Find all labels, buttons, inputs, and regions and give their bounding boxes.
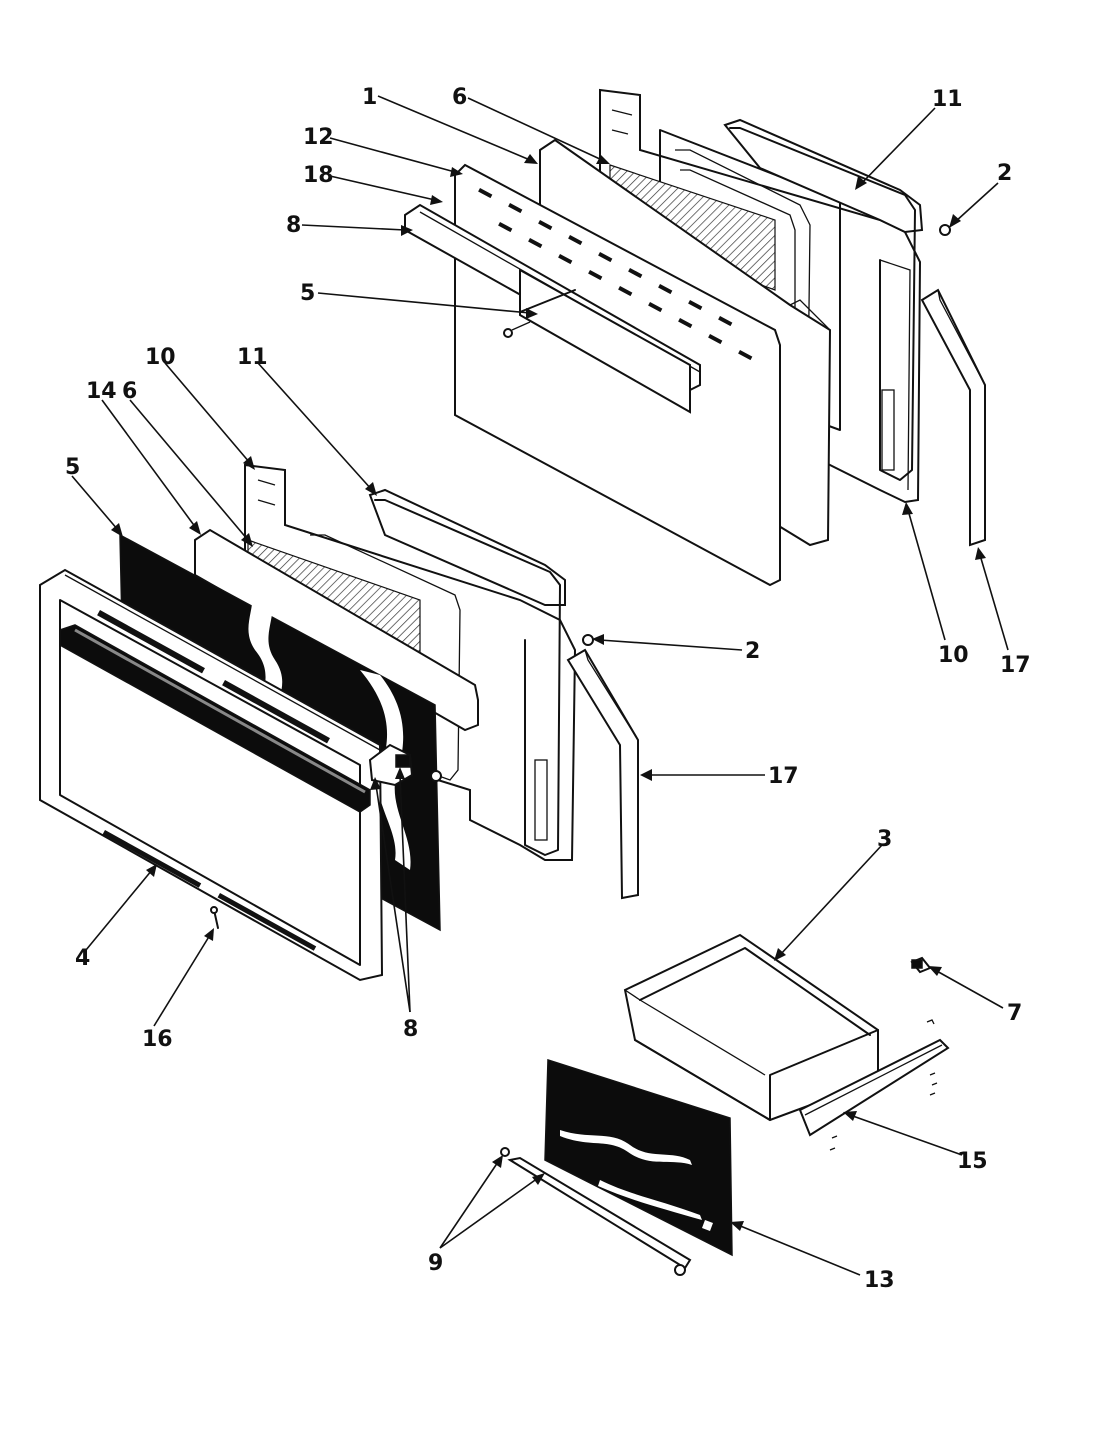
upper-nut xyxy=(939,224,951,236)
callout-4: 4 xyxy=(75,946,90,971)
drawer-assembly xyxy=(500,933,950,1276)
callout-11-upper: 11 xyxy=(932,87,963,112)
callout-11-lower: 11 xyxy=(237,345,268,370)
upper-front-panel xyxy=(454,163,781,587)
callout-6-lower: 6 xyxy=(122,379,137,404)
drawer-slide-rail xyxy=(798,1038,950,1151)
drawer-trim-bar xyxy=(500,1147,692,1276)
callout-5-upper: 5 xyxy=(300,281,315,306)
callout-9: 9 xyxy=(428,1251,443,1276)
callout-12: 12 xyxy=(303,125,334,150)
callout-3: 3 xyxy=(877,827,892,852)
callout-2-upper: 2 xyxy=(997,161,1012,186)
upper-door-assembly xyxy=(404,88,986,587)
callout-17-upper: 17 xyxy=(1000,653,1031,678)
callout-7: 7 xyxy=(1007,1001,1022,1026)
callout-8-lower: 8 xyxy=(403,1017,418,1042)
callout-10-upper: 10 xyxy=(938,643,969,668)
upper-side-trim xyxy=(920,288,986,547)
upper-screws xyxy=(503,289,576,338)
drawer-box xyxy=(623,933,879,1122)
upper-vent-slots xyxy=(478,188,753,361)
callout-17-lower: 17 xyxy=(768,764,799,789)
lower-nut xyxy=(582,634,594,646)
callout-8-upper: 8 xyxy=(286,213,301,238)
lower-top-vent-slots xyxy=(97,610,330,744)
lower-bottom-vent-slots xyxy=(102,830,317,951)
lower-door-assembly xyxy=(39,463,639,982)
lower-side-trim xyxy=(566,648,639,900)
callout-labels: 1 6 11 12 18 8 2 5 10 11 6 14 5 2 10 17 … xyxy=(65,85,1031,1293)
callout-13: 13 xyxy=(864,1268,895,1293)
lower-screw xyxy=(210,906,219,929)
lower-gasket-frame xyxy=(310,488,566,856)
callout-15: 15 xyxy=(957,1149,988,1174)
callout-6-upper: 6 xyxy=(452,85,467,110)
callout-18: 18 xyxy=(303,163,334,188)
callout-16: 16 xyxy=(142,1027,173,1052)
callout-14: 14 xyxy=(86,379,117,404)
callout-10-lower: 10 xyxy=(145,345,176,370)
drawer-front-panel xyxy=(544,1058,733,1257)
callout-5-lower: 5 xyxy=(65,455,80,480)
callout-2-lower: 2 xyxy=(745,639,760,664)
callout-leaders xyxy=(71,95,1009,1276)
callout-1: 1 xyxy=(362,85,377,110)
